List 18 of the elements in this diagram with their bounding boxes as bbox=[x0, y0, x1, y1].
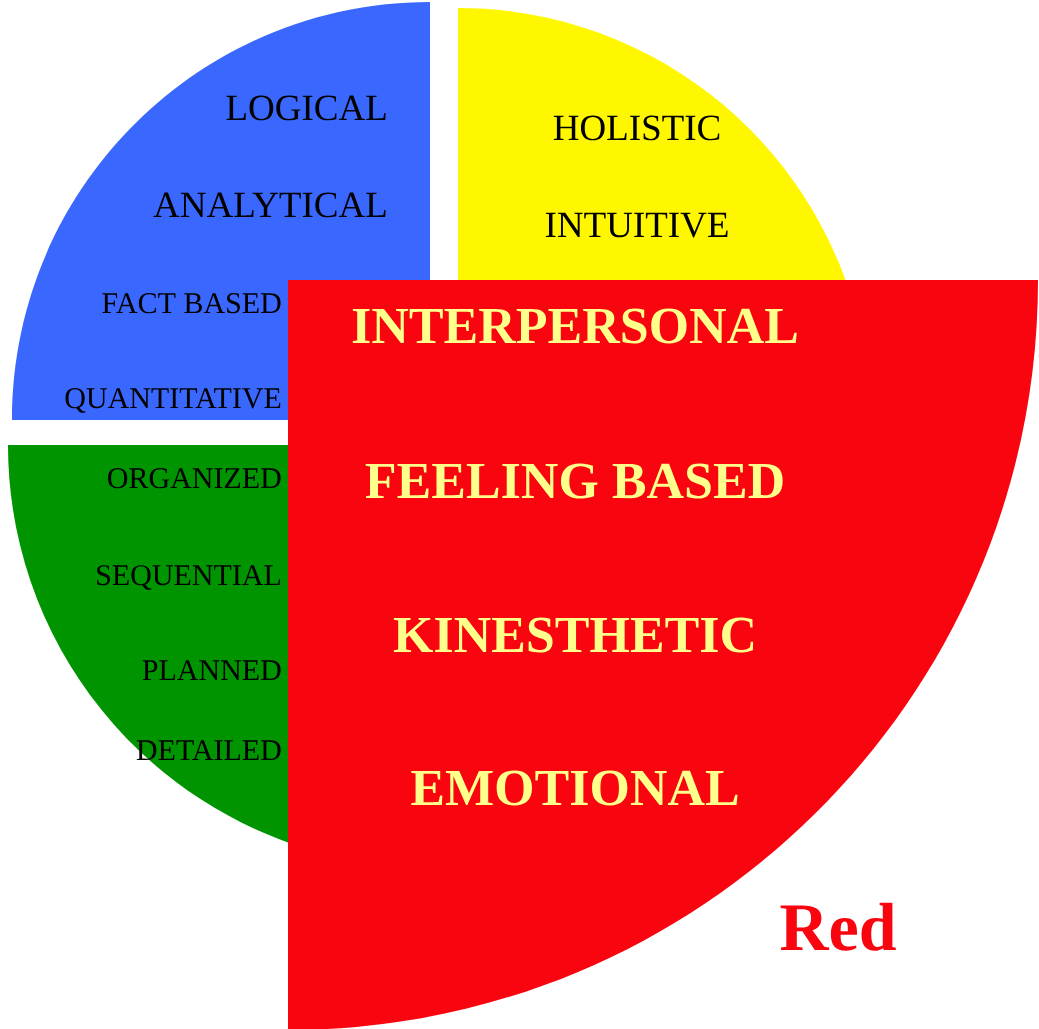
quadrant bbox=[288, 280, 1038, 1029]
quadrant-label: HOLISTIC bbox=[553, 115, 720, 141]
quadrant-label: SEQUENTIAL bbox=[97, 565, 280, 590]
quadrant-label: INTUITIVE bbox=[545, 212, 728, 238]
quadrant-label: LOGICAL bbox=[226, 95, 386, 121]
quadrant-label: QUANTITATIVE bbox=[65, 388, 281, 413]
quadrant-label: DETAILED bbox=[136, 740, 281, 761]
quadrant-label: EMOTIONAL bbox=[411, 770, 738, 806]
quadrant bbox=[458, 8, 846, 280]
quadrant bbox=[8, 445, 289, 843]
quadrant-label: KINESTHETIC bbox=[393, 617, 754, 653]
quadrant-label: FEELING BASED bbox=[365, 463, 783, 499]
quadrant-label: INTERPERSONAL bbox=[352, 308, 797, 344]
quadrant-label: Red bbox=[780, 902, 896, 951]
quadrant-label: FACT BASED bbox=[102, 293, 281, 314]
quadrant-label: PLANNED bbox=[142, 660, 281, 681]
quadrant-label: ORGANIZED bbox=[108, 468, 281, 489]
quadrant-label: ANALYTICAL bbox=[153, 192, 386, 218]
